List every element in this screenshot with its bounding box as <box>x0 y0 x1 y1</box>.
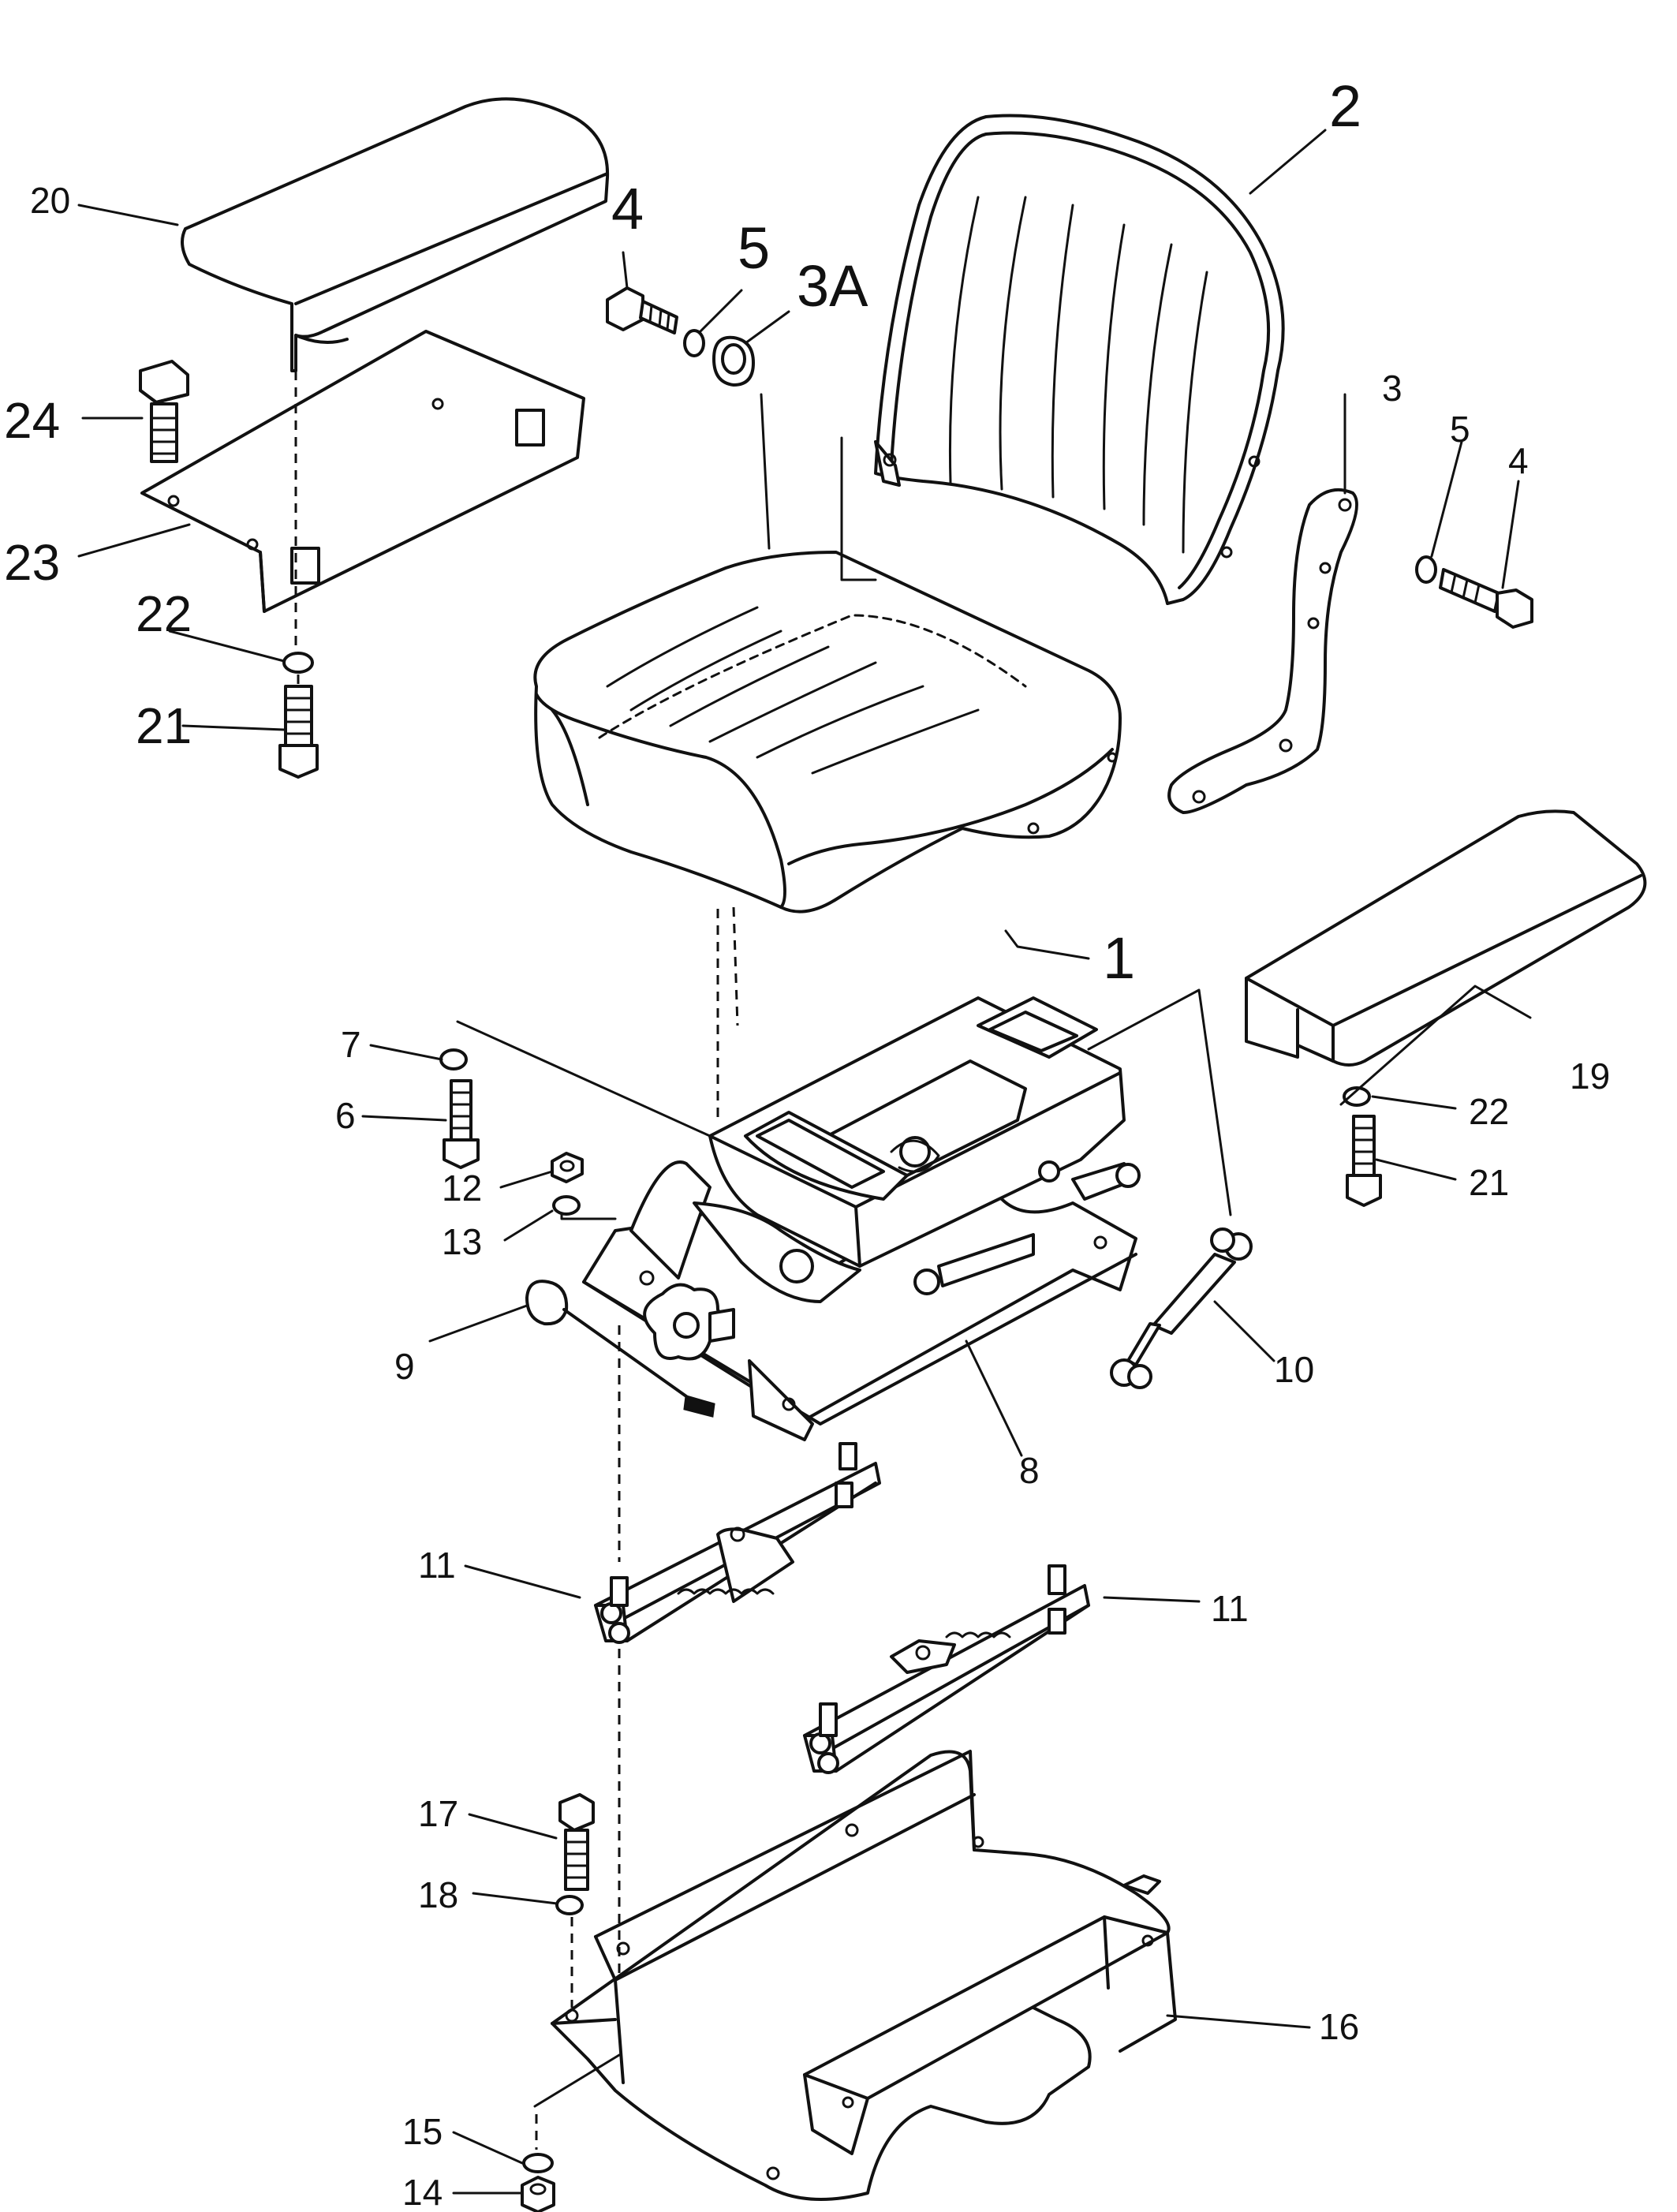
leader-line-10-suspension <box>1087 988 1232 1216</box>
nut-12 <box>551 1152 584 1183</box>
leader-line-6-suspension <box>456 1020 712 1138</box>
backrest-bracket-right <box>1167 488 1358 814</box>
label-part-21-right: 21 <box>1469 1162 1509 1203</box>
leader-dash-20-23 <box>294 371 300 686</box>
label-part-5-right: 5 <box>1450 409 1470 450</box>
slide-rail-left <box>594 1442 881 1644</box>
label-part-21-left: 21 <box>136 697 192 754</box>
bolt-6 <box>443 1079 480 1169</box>
label-part-4-left: 4 <box>611 176 644 241</box>
washer-13 <box>552 1195 581 1216</box>
label-part-24: 24 <box>4 392 60 449</box>
spacer-3a <box>712 335 755 387</box>
bolt-4-left <box>606 286 678 334</box>
bolt-17 <box>558 1793 595 1891</box>
part-labels: 20 24 23 22 21 4 5 3A 2 3 5 4 1 7 6 12 1… <box>4 73 1610 2212</box>
damper-10 <box>1110 1227 1253 1389</box>
bolt-4-right <box>1439 568 1533 629</box>
label-part-9: 9 <box>394 1346 415 1387</box>
label-part-13: 13 <box>442 1221 482 1262</box>
label-part-18: 18 <box>418 1874 458 1915</box>
label-part-8: 8 <box>1019 1450 1040 1491</box>
label-part-20: 20 <box>30 180 70 221</box>
label-part-14: 14 <box>402 2172 443 2212</box>
bolt-24 <box>139 360 189 463</box>
leader-lines <box>77 129 1532 2195</box>
label-part-16: 16 <box>1319 2006 1359 2047</box>
suspension-unit <box>582 996 1141 1441</box>
label-part-1: 1 <box>1103 925 1135 991</box>
knob-cap-9 <box>525 1280 688 1398</box>
label-part-3a: 3A <box>797 253 868 319</box>
leader-dash-cushion-suspension <box>716 906 739 1120</box>
washer-15 <box>522 2153 554 2173</box>
bolt-21-left <box>278 685 319 779</box>
washer-22-left <box>282 652 314 674</box>
armrest-pad-right <box>1245 809 1647 1067</box>
label-part-22-left: 22 <box>136 585 192 642</box>
leader-line-3a-cushion <box>760 393 877 581</box>
label-part-10: 10 <box>1274 1349 1314 1390</box>
seat-base-bracket <box>551 1750 1177 2201</box>
armrest-bracket-left <box>140 330 585 613</box>
label-part-11-right: 11 <box>1211 1588 1249 1629</box>
nut-14 <box>521 2176 555 2212</box>
washer-18 <box>555 1895 584 1915</box>
seat-cushion <box>533 551 1122 914</box>
washer-5-right <box>1415 555 1437 584</box>
leader-line-15-bracket <box>533 2053 621 2108</box>
washer-5-left <box>683 329 705 357</box>
backrest <box>874 114 1285 605</box>
label-part-11-left: 11 <box>418 1545 456 1586</box>
label-part-23: 23 <box>4 534 60 591</box>
washer-7 <box>439 1048 468 1071</box>
washer-22-right <box>1343 1086 1371 1107</box>
bolt-21-right <box>1346 1115 1382 1207</box>
slide-rail-right <box>803 1564 1090 1774</box>
label-part-5-left: 5 <box>738 215 770 281</box>
label-part-7: 7 <box>341 1024 361 1065</box>
label-part-2: 2 <box>1329 73 1361 139</box>
label-part-19: 19 <box>1570 1056 1610 1097</box>
label-part-12: 12 <box>442 1168 482 1209</box>
label-part-22-right: 22 <box>1469 1091 1509 1132</box>
armrest-pad-left <box>181 97 610 372</box>
label-part-15: 15 <box>402 2111 443 2152</box>
label-part-4-right: 4 <box>1508 440 1529 481</box>
label-part-3: 3 <box>1382 368 1402 409</box>
label-part-17: 17 <box>418 1793 458 1834</box>
label-part-6: 6 <box>335 1095 356 1136</box>
